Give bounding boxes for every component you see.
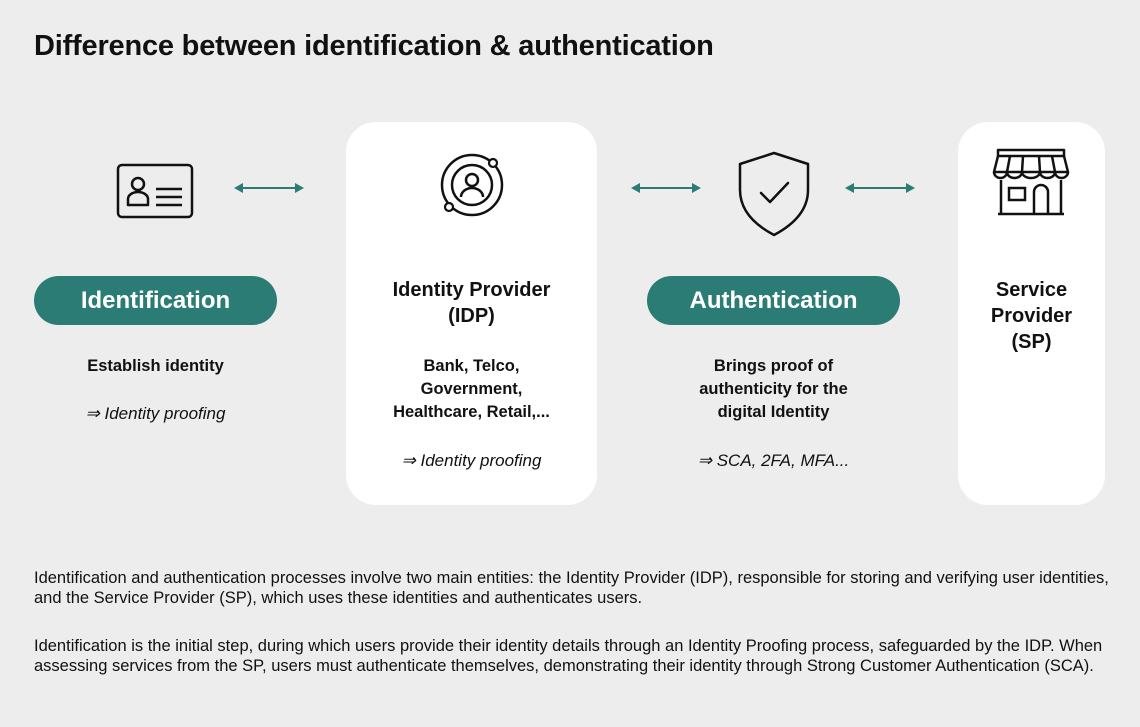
explanation-paragraph: Identification and authentication proces… xyxy=(34,569,1109,607)
double-arrow-icon xyxy=(631,183,701,193)
idp-description-line: Bank, Telco, xyxy=(423,357,520,375)
double-arrow-icon xyxy=(234,183,304,193)
sp-card xyxy=(958,122,1105,505)
explanation-paragraph: Identification is the initial step, duri… xyxy=(34,637,1103,675)
sp-heading-line: Service xyxy=(995,279,1068,301)
sp-heading-line: (SP) xyxy=(1011,331,1052,353)
authentication-note: ⇒ SCA, 2FA, MFA... xyxy=(697,451,850,470)
idp-description: Bank, Telco, Government, Healthcare, Ret… xyxy=(346,355,597,424)
authentication-description-line: authenticity for the xyxy=(699,380,848,398)
page-title: Difference between identification & auth… xyxy=(34,30,714,62)
authentication-description-line: digital Identity xyxy=(717,403,830,421)
authentication-pill: Authentication xyxy=(647,276,900,325)
shield-check-icon xyxy=(738,151,810,237)
idp-heading-line: (IDP) xyxy=(448,305,495,327)
identification-note: ⇒ Identity proofing xyxy=(85,404,226,423)
id-card-icon xyxy=(116,163,194,219)
storefront-icon xyxy=(992,148,1070,216)
sp-heading-line: Provider xyxy=(990,305,1073,327)
idp-heading: Identity Provider (IDP) xyxy=(346,277,597,329)
authentication-description: Brings proof of authenticity for the dig… xyxy=(647,355,900,424)
idp-note: ⇒ Identity proofing xyxy=(401,451,542,470)
idp-description-line: Healthcare, Retail,... xyxy=(393,403,550,421)
double-arrow-icon xyxy=(845,183,915,193)
sp-heading: Service Provider (SP) xyxy=(958,277,1105,355)
authentication-description-line: Brings proof of xyxy=(713,357,834,375)
user-orbit-icon xyxy=(440,153,504,217)
idp-heading-line: Identity Provider xyxy=(392,279,551,301)
identification-description: Establish identity xyxy=(87,357,224,375)
identification-pill: Identification xyxy=(34,276,277,325)
idp-description-line: Government, xyxy=(420,380,523,398)
